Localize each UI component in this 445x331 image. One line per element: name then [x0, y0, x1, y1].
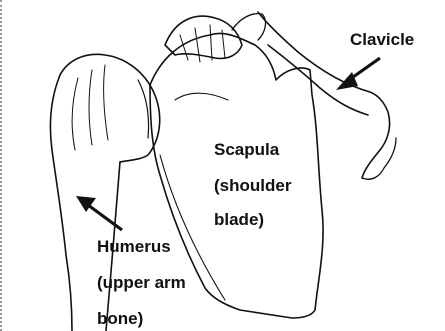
coracoid-process	[232, 14, 265, 40]
clavicle-end	[362, 138, 396, 179]
scapula-label-line-1: Scapula	[214, 140, 279, 160]
scapula-label-line-3: blade)	[214, 210, 264, 230]
scapula-label-line-2: (shoulder	[214, 176, 291, 196]
humerus-label-line-1: Humerus	[97, 237, 171, 257]
scapula-inner-line-2	[175, 93, 228, 100]
humerus-label-line-3: bone)	[97, 309, 143, 329]
clavicle-label: Clavicle	[350, 30, 414, 50]
joint-line	[138, 80, 149, 138]
humerus-detail	[72, 65, 108, 150]
humerus-head	[60, 54, 160, 162]
acromion-process	[165, 16, 242, 58]
humerus-label-line-2: (upper arm	[97, 273, 186, 293]
